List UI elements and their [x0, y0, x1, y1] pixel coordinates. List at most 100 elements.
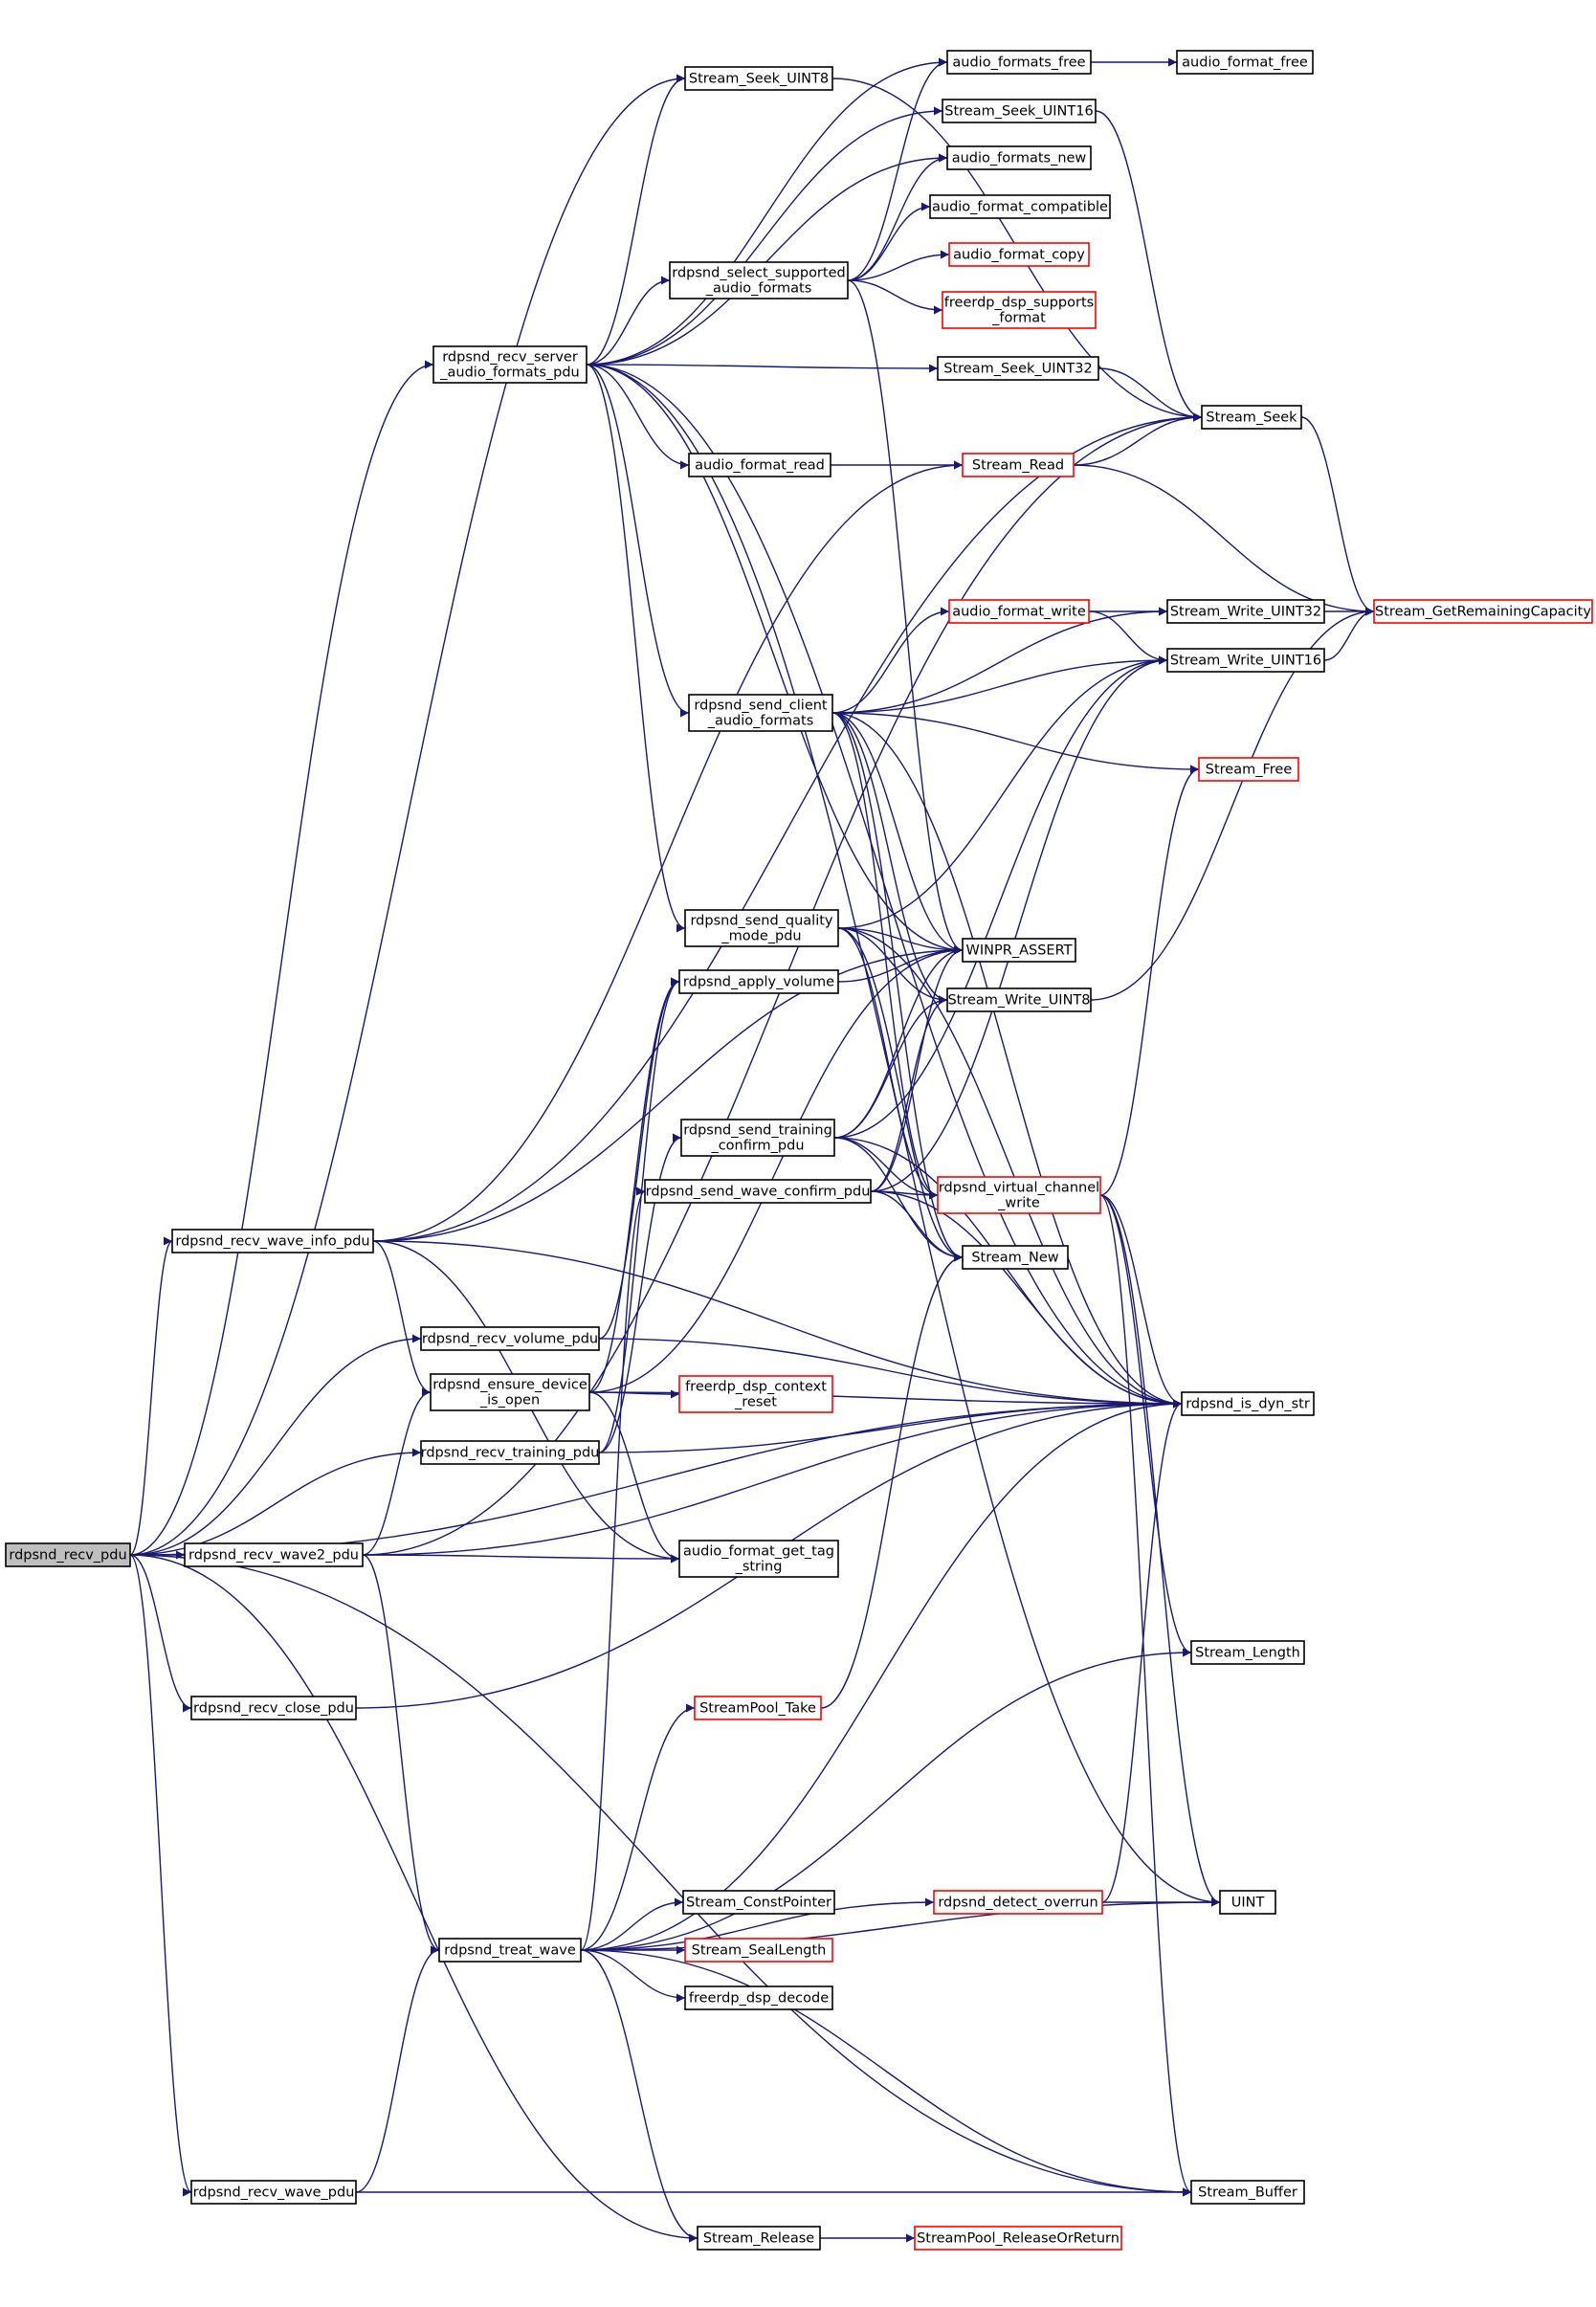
node-stream-write-uint8[interactable]: Stream_Write_UINT8 — [946, 987, 1092, 1012]
node-label: rdpsnd_send_wave_confirm_pdu — [646, 1185, 871, 1200]
node-freerdp-dsp-context-reset[interactable]: freerdp_dsp_context_reset — [678, 1375, 833, 1413]
node-label: audio_format_read — [695, 458, 825, 474]
node-audio-format-free[interactable]: audio_format_free — [1176, 50, 1314, 75]
node-audio-format-read[interactable]: audio_format_read — [688, 453, 831, 477]
node-stream-buffer[interactable]: Stream_Buffer — [1190, 2180, 1305, 2205]
node-stream-seek-uint8[interactable]: Stream_Seek_UINT8 — [684, 66, 833, 91]
node-rdpsnd-send-wave-confirm-pdu[interactable]: rdpsnd_send_wave_confirm_pdu — [644, 1179, 872, 1204]
edge-rdpsnd-recv-pdu-to-rdpsnd-recv-volume-pdu — [129, 1334, 422, 1556]
edge-rdpsnd-virtual-channel-write-to-stream-buffer — [1099, 1194, 1192, 2197]
node-uint[interactable]: UINT — [1219, 1890, 1276, 1915]
node-rdpsnd-send-quality-mode-pdu[interactable]: rdpsnd_send_quality_mode_pdu — [684, 909, 839, 947]
node-box — [942, 291, 1097, 329]
edge-stream-seek-uint32-to-stream-seek — [1097, 367, 1203, 422]
node-rdpsnd-select-supported-audio-formats[interactable]: rdpsnd_select_supported_audio_formats — [669, 261, 849, 299]
edge-rdpsnd-send-quality-mode-pdu-to-winpr-assert — [837, 927, 964, 955]
node-stream-getremainingcapacity[interactable]: Stream_GetRemainingCapacity — [1373, 599, 1593, 624]
node-label: rdpsnd_recv_wave2_pdu — [188, 1548, 359, 1564]
edge-rdpsnd-send-training-confirm-pdu-to-stream-write-uint16 — [833, 655, 1168, 1139]
node-stream-release[interactable]: Stream_Release — [697, 2226, 821, 2251]
node-audio-format-copy[interactable]: audio_format_copy — [948, 242, 1090, 267]
node-winpr-assert[interactable]: WINPR_ASSERT — [962, 938, 1076, 963]
edge-rdpsnd-recv-server-audio-formats-pdu-to-rdpsnd-send-quality-mode-pdu — [586, 364, 686, 933]
edge-stream-write-uint16-to-stream-getremainingcapacity — [1323, 607, 1375, 661]
node-rdpsnd-recv-server-audio-formats-pdu[interactable]: rdpsnd_recv_server_audio_formats_pdu — [432, 345, 587, 384]
edge-rdpsnd-recv-training-pdu-to-rdpsnd-send-training-confirm-pdu — [598, 1133, 682, 1453]
node-freerdp-dsp-supports-format[interactable]: freerdp_dsp_supports_format — [942, 291, 1097, 329]
node-rdpsnd-detect-overrun[interactable]: rdpsnd_detect_overrun — [933, 1890, 1103, 1915]
node-label: Stream_Write_UINT8 — [947, 993, 1090, 1009]
node-rdpsnd-recv-wave-info-pdu[interactable]: rdpsnd_recv_wave_info_pdu — [171, 1229, 374, 1253]
node-stream-constpointer[interactable]: Stream_ConstPointer — [682, 1890, 835, 1915]
node-box — [644, 1179, 872, 1204]
node-rdpsnd-recv-training-pdu[interactable]: rdpsnd_recv_training_pdu — [420, 1440, 600, 1465]
edge-rdpsnd-recv-server-audio-formats-pdu-to-rdpsnd-select-supported-audio-formats — [586, 276, 671, 366]
node-rdpsnd-recv-close-pdu[interactable]: rdpsnd_recv_close_pdu — [190, 1696, 357, 1720]
edge-rdpsnd-send-client-audio-formats-to-stream-write-uint16 — [831, 655, 1168, 714]
node-streampool-releaseorreturn[interactable]: StreamPool_ReleaseOrReturn — [914, 2226, 1122, 2251]
node-rdpsnd-send-training-confirm-pdu[interactable]: rdpsnd_send_training_confirm_pdu — [680, 1119, 835, 1157]
node-label: Stream_New — [971, 1251, 1058, 1266]
edge-rdpsnd-treat-wave-to-rdpsnd-send-wave-confirm-pdu — [580, 1187, 646, 1951]
node-label: Stream_Seek_UINT16 — [944, 104, 1093, 120]
node-rdpsnd-is-dyn-str[interactable]: rdpsnd_is_dyn_str — [1181, 1391, 1315, 1416]
node-rdpsnd-send-client-audio-formats[interactable]: rdpsnd_send_client_audio_formats — [688, 694, 833, 732]
node-box — [171, 1229, 374, 1253]
edge-rdpsnd-send-client-audio-formats-to-rdpsnd-is-dyn-str — [831, 712, 1183, 1409]
edge-rdpsnd-select-supported-audio-formats-to-audio-format-compatible — [847, 202, 931, 281]
node-box — [682, 1890, 835, 1915]
node-rdpsnd-recv-volume-pdu[interactable]: rdpsnd_recv_volume_pdu — [420, 1326, 600, 1351]
edge-rdpsnd-recv-pdu-to-stream-release — [129, 1554, 698, 2243]
node-stream-new[interactable]: Stream_New — [962, 1245, 1069, 1270]
node-audio-format-write[interactable]: audio_format_write — [948, 599, 1090, 624]
node-stream-free[interactable]: Stream_Free — [1198, 757, 1299, 782]
edge-rdpsnd-recv-server-audio-formats-pdu-to-stream-seek-uint32 — [586, 364, 939, 373]
edge-stream-write-uint8-to-stream-getremainingcapacity — [1090, 607, 1375, 1001]
node-label: audio_format_compatible — [932, 200, 1108, 215]
node-stream-write-uint16[interactable]: Stream_Write_UINT16 — [1166, 648, 1325, 673]
node-rdpsnd-recv-wave2-pdu[interactable]: rdpsnd_recv_wave2_pdu — [184, 1542, 364, 1567]
node-audio-formats-free[interactable]: audio_formats_free — [946, 50, 1092, 75]
node-label: Stream_Read — [972, 458, 1064, 474]
node-stream-seek-uint32[interactable]: Stream_Seek_UINT32 — [937, 356, 1099, 381]
node-rdpsnd-apply-volume[interactable]: rdpsnd_apply_volume — [678, 969, 839, 994]
node-label: StreamPool_Take — [699, 1701, 816, 1717]
node-rdpsnd-recv-wave-pdu[interactable]: rdpsnd_recv_wave_pdu — [190, 2180, 357, 2205]
edge-rdpsnd-recv-wave2-pdu-to-audio-format-get-tag-string — [362, 1554, 680, 1564]
node-label: audio_formats_new — [952, 151, 1087, 166]
node-box — [1201, 405, 1302, 430]
node-label: _confirm_pdu — [710, 1139, 804, 1154]
node-stream-seek-uint16[interactable]: Stream_Seek_UINT16 — [942, 99, 1097, 123]
node-rdpsnd-treat-wave[interactable]: rdpsnd_treat_wave — [438, 1938, 582, 1963]
edge-rdpsnd-send-wave-confirm-pdu-to-rdpsnd-is-dyn-str — [870, 1190, 1183, 1409]
node-box — [432, 345, 587, 384]
node-rdpsnd-virtual-channel-write[interactable]: rdpsnd_virtual_channel_write — [937, 1176, 1101, 1214]
node-label: rdpsnd_virtual_channel — [939, 1181, 1099, 1196]
node-label: _write — [997, 1196, 1040, 1211]
edge-rdpsnd-send-wave-confirm-pdu-to-stream-write-uint16 — [870, 655, 1168, 1192]
node-box — [1190, 2180, 1305, 2205]
node-rdpsnd-ensure-device-is-open[interactable]: rdpsnd_ensure_device_is_open — [430, 1373, 590, 1411]
node-box — [678, 1375, 833, 1413]
edge-rdpsnd-send-client-audio-formats-to-stream-write-uint8 — [831, 712, 948, 1005]
node-stream-seek[interactable]: Stream_Seek — [1201, 405, 1302, 430]
node-stream-seallength[interactable]: Stream_SealLength — [684, 1938, 833, 1963]
edge-rdpsnd-treat-wave-to-stream-release — [580, 1949, 698, 2243]
node-stream-length[interactable]: Stream_Length — [1190, 1640, 1305, 1665]
edge-rdpsnd-treat-wave-to-stream-length — [580, 1648, 1192, 1951]
node-box — [684, 909, 839, 947]
edges-layer — [129, 57, 1375, 2243]
node-stream-write-uint32[interactable]: Stream_Write_UINT32 — [1166, 599, 1325, 624]
node-stream-read[interactable]: Stream_Read — [962, 453, 1075, 477]
node-label: rdpsnd_detect_overrun — [938, 1896, 1097, 1911]
node-audio-format-compatible[interactable]: audio_format_compatible — [929, 194, 1111, 219]
node-rdpsnd-recv-pdu[interactable]: rdpsnd_recv_pdu — [5, 1542, 131, 1567]
node-freerdp-dsp-decode[interactable]: freerdp_dsp_decode — [684, 1985, 833, 2010]
edge-rdpsnd-send-quality-mode-pdu-to-stream-write-uint16 — [837, 655, 1168, 929]
edge-rdpsnd-detect-overrun-to-rdpsnd-is-dyn-str — [1101, 1399, 1183, 1903]
node-audio-format-get-tag-string[interactable]: audio_format_get_tag_string — [678, 1540, 839, 1578]
node-audio-formats-new[interactable]: audio_formats_new — [946, 145, 1092, 170]
node-label: Stream_Free — [1206, 763, 1293, 778]
edge-rdpsnd-recv-pdu-to-rdpsnd-is-dyn-str — [129, 1399, 1183, 1556]
node-streampool-take[interactable]: StreamPool_Take — [694, 1696, 822, 1720]
